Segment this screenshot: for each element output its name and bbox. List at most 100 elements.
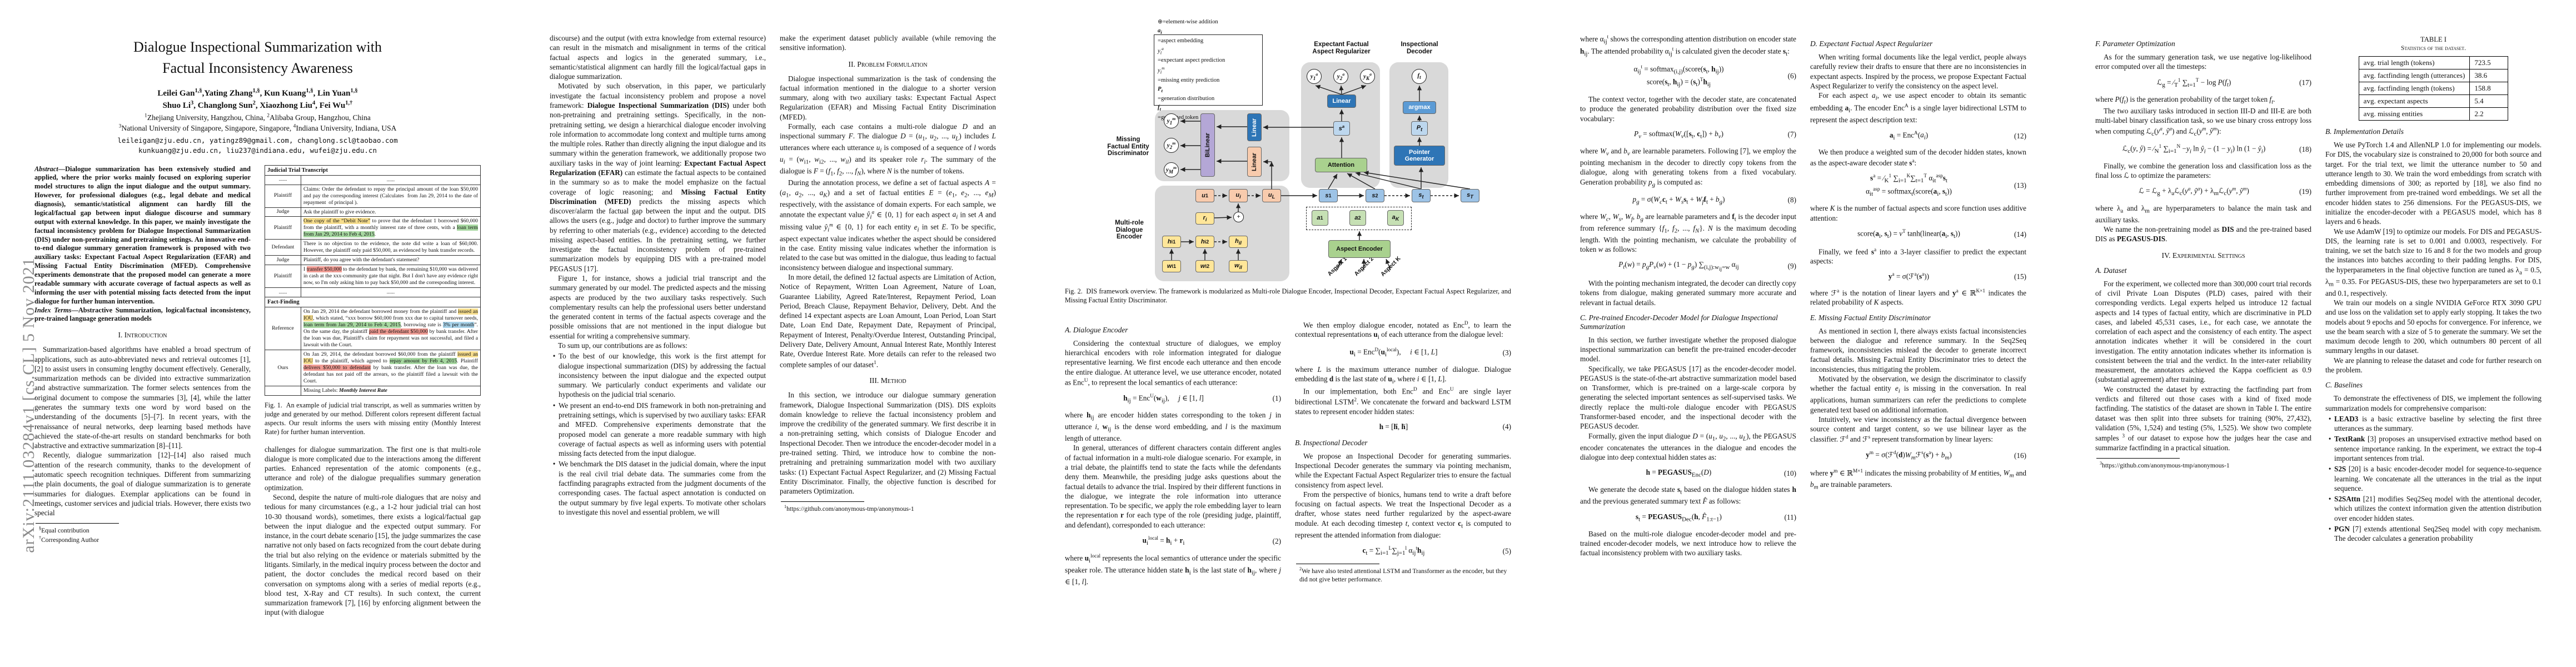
- page-2: discourse) and the output (with extra kn…: [515, 0, 1030, 667]
- fig2-node-hil: hil: [1229, 236, 1248, 248]
- paragraph: In this section, we further investigate …: [1580, 335, 1796, 364]
- page1-right-column: Judicial Trial Transcript............Pla…: [265, 165, 481, 618]
- utterance-cell: ......: [386, 176, 395, 183]
- bullet-item: •We benchmark the DIS dataset in the jud…: [550, 459, 766, 517]
- fig2-node-linear-efar: Linear: [1327, 94, 1356, 108]
- footnote-rule: [2096, 458, 2180, 459]
- bullet-icon: •: [552, 352, 556, 361]
- bullet-icon: •: [2328, 524, 2331, 533]
- equation-number: (3): [1502, 349, 1511, 357]
- utterance-cell: I transfer $50,000 to the defendant by b…: [303, 266, 478, 286]
- paragraph: where L is the maximum utterance number …: [1295, 365, 1511, 385]
- emails-line-1: leileigan@zju.edu.cn, yatingz89@gmail.co…: [117, 136, 398, 145]
- speaker-cell: Plaintiff: [265, 217, 301, 240]
- equation-body: ya = σ(ℱa(sa)): [1888, 271, 1930, 281]
- equation-body: ai = EncA(ai): [1889, 130, 1929, 141]
- footnote: §Equal contribution: [39, 526, 89, 535]
- equation-body: ct = ∑i=1L∑j=1l αijthij: [1362, 545, 1425, 557]
- fig2-node-wil: wil: [1229, 260, 1248, 272]
- equation: Pv = softmax(Wv([st, ct]) + bv)(7): [1580, 128, 1796, 141]
- bullet-item: •TextRank [3] proposes an unsupervised e…: [2325, 434, 2542, 463]
- figure-caption: Fig. 1. An example of judicial trial tra…: [265, 401, 481, 436]
- fig1-judicial-transcript-table: Judicial Trial Transcript............Pla…: [265, 165, 481, 396]
- equation-body: ℒc(y, ŷ) = ⁄N1 ∑i=1N −yi ln ŷi − (1 − yi…: [2122, 143, 2266, 155]
- section-heading: I. Introduction: [118, 331, 167, 340]
- paragraph: discourse) and the output (with extra kn…: [550, 34, 766, 81]
- bullet-icon: •: [2328, 414, 2331, 423]
- utterance-cell: There is no objection to the evidence, t…: [303, 241, 478, 254]
- stat-name: avg. trial length (tokens): [2358, 56, 2470, 69]
- paragraph: Specifically, we take PEGASUS [17] as th…: [1580, 364, 1796, 431]
- paragraph: As for the summary generation task, we u…: [2095, 53, 2311, 71]
- equation-body: ym = σ(ℱd(d)Wmℱs(sa) + bm): [1866, 450, 1952, 461]
- equation-body: ui = EncD(uilocal), i ∈ [1, L]: [1349, 347, 1438, 359]
- fig2-node-argmax: argmax: [1403, 101, 1436, 114]
- paragraph: Second, despite the nature of multi-role…: [265, 492, 481, 617]
- paragraph: In more detail, the defined 12 factual a…: [780, 273, 996, 369]
- paragraph: We name the non-pretraining model as DIS…: [2095, 225, 2311, 243]
- paragraph: Figure 1, for instance, shows a judicial…: [550, 274, 766, 340]
- paragraph: We then produce a weighted sum of the de…: [1810, 148, 2026, 167]
- fig2-caption: Fig. 2. DIS framework overview. The fram…: [1065, 287, 1511, 304]
- emails-line-2: kunkuang@zju.edu.cn, liu237@indiana.edu,…: [138, 146, 377, 155]
- fig2-node-plus: +: [1233, 212, 1244, 222]
- spacer: [265, 437, 481, 445]
- page2-right-column: make the experiment dataset publicly ava…: [780, 33, 996, 514]
- paragraph: where P(ft) is the generation probabilit…: [2095, 95, 2275, 106]
- subsection-heading: A. Dataset: [2095, 266, 2127, 275]
- arxiv-watermark: arXiv:2111.03284v1 [cs.CL] 5 Nov 2021: [19, 257, 38, 553]
- paragraph: Summarization-based algorithms have enab…: [34, 345, 251, 450]
- paragraph: Abstract—Dialogue summarization has been…: [34, 165, 251, 305]
- stat-name: avg. factfinding length (utterances): [2358, 69, 2470, 82]
- fig2-node-ft: ft: [1412, 69, 1427, 84]
- equation-number: (6): [1787, 72, 1796, 81]
- paragraph: For the experiment, we collected more th…: [2095, 279, 2311, 384]
- equation-number: (7): [1787, 130, 1796, 139]
- equation: uilocal = hi + ri(2): [1065, 535, 1281, 548]
- paragraph: where uilocal represents the local seman…: [1065, 553, 1281, 586]
- equation: pg = σ(Wcct + Wsst + Wfft + bg)(8): [1580, 194, 1796, 207]
- subsection-heading: E. Missing Factual Entity Discriminator: [1810, 313, 1931, 322]
- equation: h = [h⃗, h⃖](4): [1295, 421, 1511, 432]
- authors-line-1: Leilei Gan1,§,Yating Zhang1,§, Kun Kuang…: [157, 88, 358, 98]
- title-line-2: Factual Inconsistency Awareness: [162, 59, 353, 76]
- equation: αijt = softmax(i,j)(score(st, hij))score…: [1580, 63, 1796, 89]
- authors: Leilei Gan1,§,Yating Zhang1,§, Kun Kuang…: [0, 87, 515, 111]
- equation-number: (9): [1787, 262, 1796, 271]
- equation: st = PEGASUSDec(h, F̂1:t−1)(11): [1580, 511, 1796, 524]
- paragraph: When writing formal documents like the l…: [1810, 53, 2026, 90]
- stat-name: avg. factfinding length (tokens): [2358, 82, 2470, 95]
- paragraph: make the experiment dataset publicly ava…: [780, 34, 996, 52]
- paragraph: We propose an Inspectional Decoder for g…: [1295, 451, 1511, 489]
- utterance-cell: Missing Labels: Monthly Interest Rate: [303, 387, 387, 394]
- utterance-cell: One copy of the “Debit Note” to prove th…: [303, 218, 478, 238]
- equation: ℒc(y, ŷ) = ⁄N1 ∑i=1N −yi ln ŷi − (1 − yi…: [2095, 143, 2311, 156]
- equation-body: Pt(w) = pgPv(w) + (1 − pg) ∑(i,j):wij=w …: [1618, 260, 1739, 272]
- speaker-cell: Ours: [265, 350, 301, 386]
- equation: ya = σ(ℱa(sa))(15): [1810, 271, 2026, 282]
- bullet-item: •PGN [7] extends attentional Seq2Seq mod…: [2325, 524, 2542, 544]
- fig2-node-ymM: yMm: [1164, 162, 1179, 177]
- equation: hij = EncU(wij), j ∈ [1, l](1): [1065, 392, 1281, 406]
- paragraph: Recently, dialogue summarization [12]–[1…: [34, 451, 251, 517]
- paragraph: where K is the number of factual aspects…: [1810, 204, 2026, 222]
- paragraph: We use PyTorch 1.4 and AllenNLP 1.0 for …: [2325, 141, 2542, 226]
- paragraph: Formally, each case contains a multi-rol…: [780, 122, 996, 178]
- paragraph: where hij are encoder hidden states corr…: [1065, 411, 1281, 443]
- paragraph: In this section, we introduce our dialog…: [780, 391, 996, 496]
